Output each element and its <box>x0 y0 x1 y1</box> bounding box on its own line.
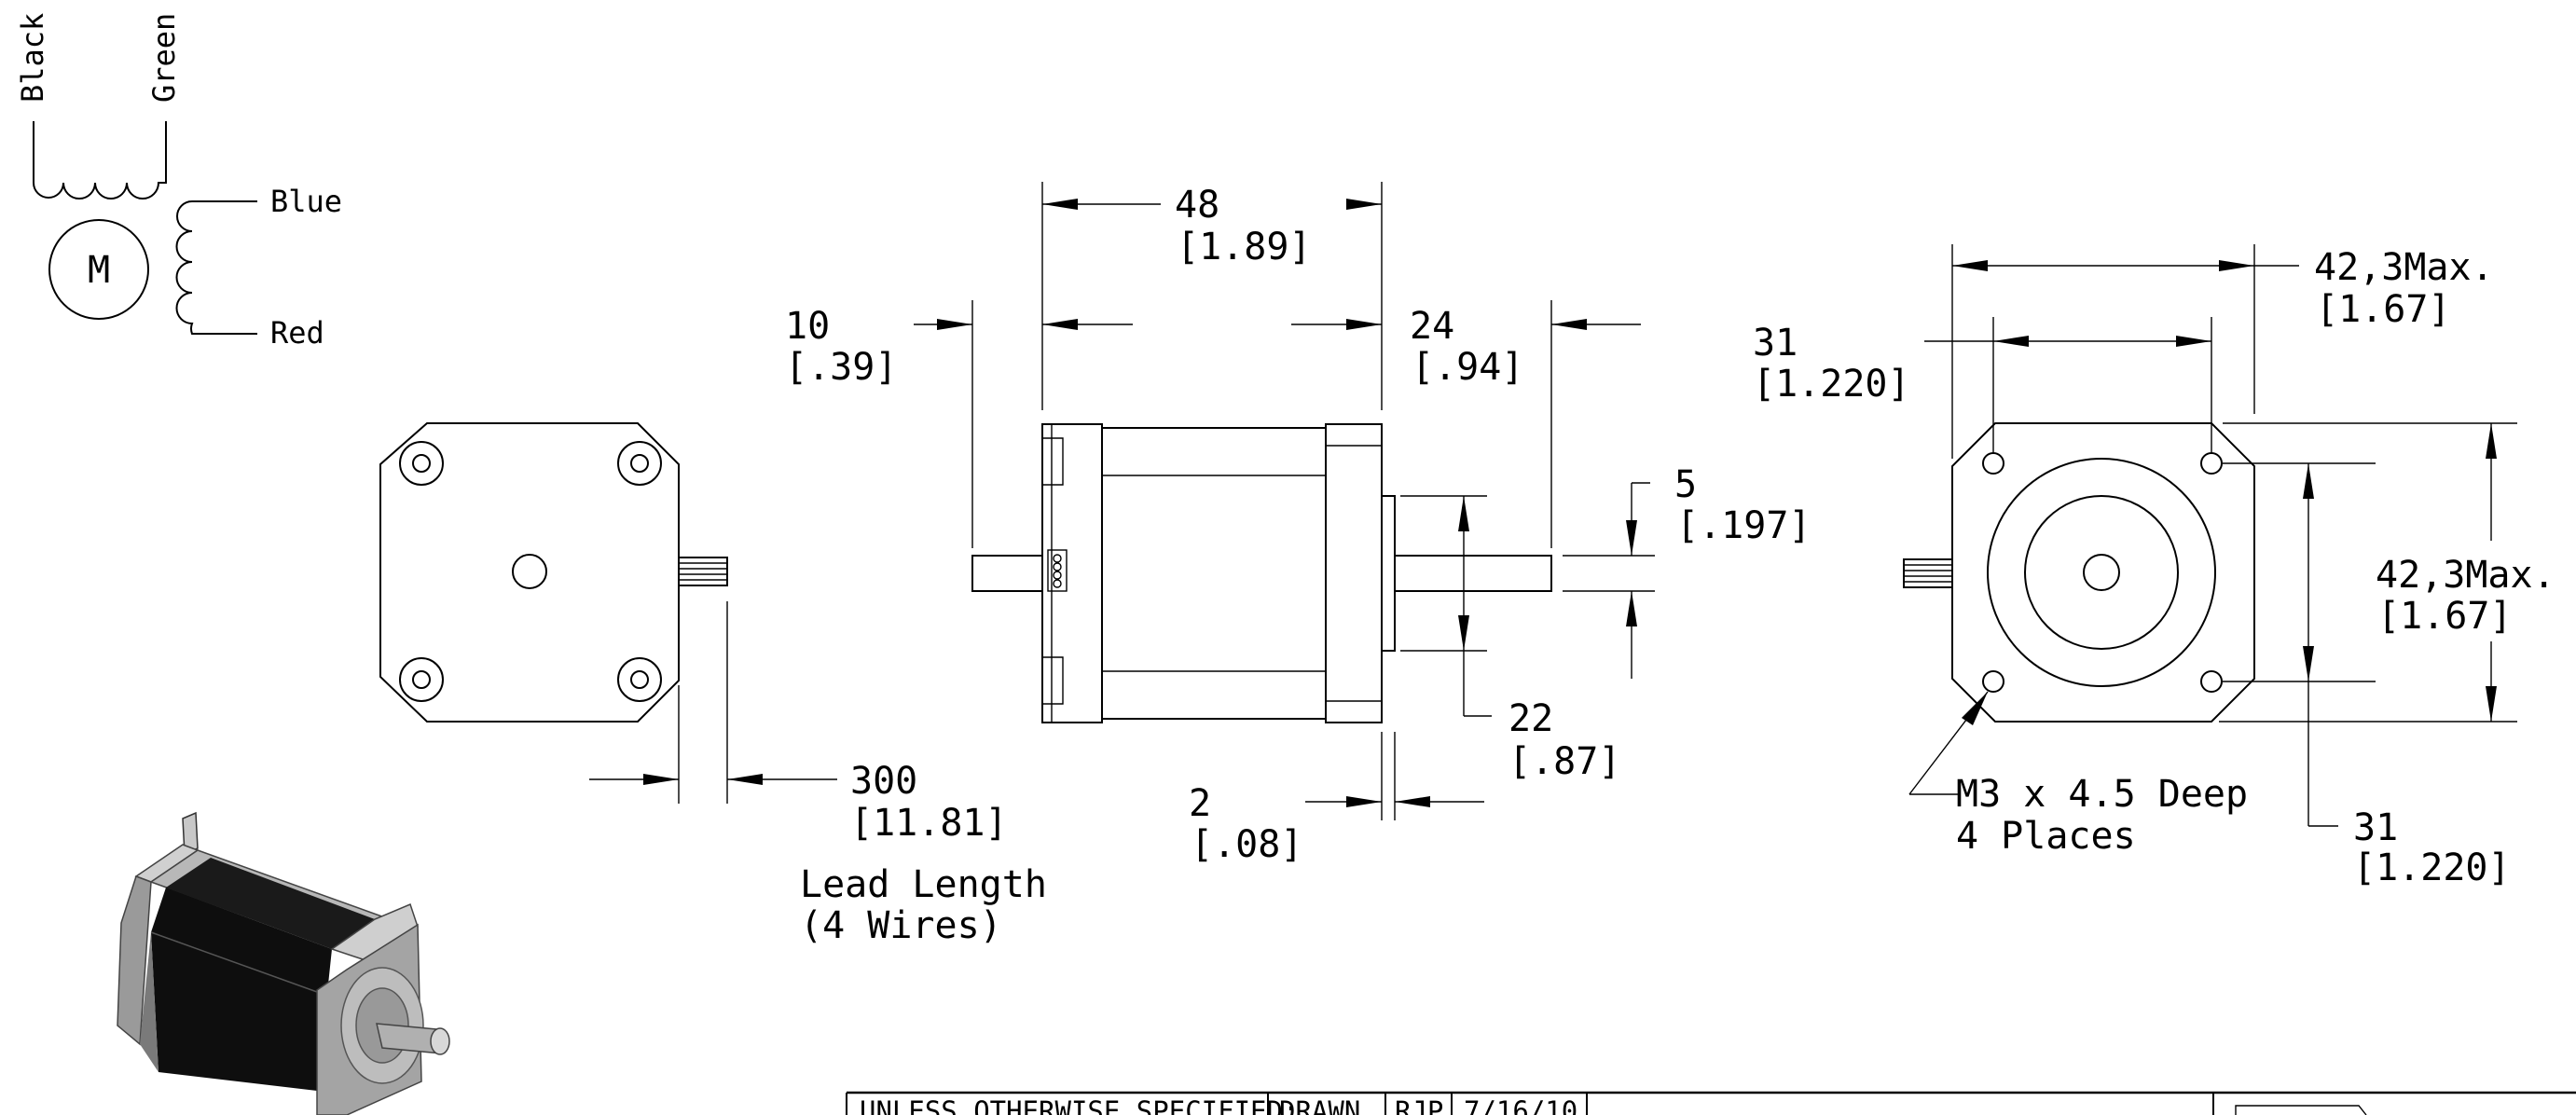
front-shaft <box>1394 555 1552 592</box>
width-max-mm: 42,3Max. <box>2314 246 2494 289</box>
front-lead-connector <box>1903 558 1953 588</box>
coil-b <box>175 200 257 335</box>
front-shaft-dimension <box>1291 300 1641 548</box>
front-view: 42,3Max. [1.67] 31 [1.220] 42,3Max. [1.6… <box>1753 244 2555 889</box>
shaft-diameter-in: [.197] <box>1676 504 1811 547</box>
wiring-schematic: Black Green M Blue Red <box>15 13 342 351</box>
isometric-motor-illustration <box>117 811 450 1115</box>
title-block-drawn-label: DRAWN <box>1279 1095 1360 1115</box>
hole-note-line1: M3 x 4.5 Deep <box>1956 773 2248 816</box>
width-max-dimension <box>1951 244 2299 459</box>
lead-length-mm: 300 <box>850 760 917 803</box>
width-max-in: [1.67] <box>2316 288 2451 331</box>
pilot-boss <box>1381 495 1396 652</box>
rear-view: 300 [11.81] Lead Length (4 Wires) <box>379 422 1047 947</box>
height-max-in: [1.67] <box>2377 595 2513 638</box>
front-shaft-mm: 24 <box>1410 305 1454 348</box>
hole-spacing-horizontal-in: [1.220] <box>1753 363 1910 406</box>
shaft-diameter-mm: 5 <box>1674 463 1697 506</box>
lead-length-in: [11.81] <box>850 802 1008 845</box>
height-max-mm: 42,3Max. <box>2376 554 2555 597</box>
pilot-depth-mm: 2 <box>1189 782 1211 825</box>
rear-shaft-in: [.39] <box>785 346 897 389</box>
rear-corner-bosses <box>399 441 662 702</box>
hole-spacing-vertical-mm: 31 <box>2353 806 2398 849</box>
rear-center-hole <box>512 554 547 589</box>
wire-label-red: Red <box>270 315 324 351</box>
hole-spacing-vertical-dimension <box>2223 462 2376 827</box>
lead-caption-line2: (4 Wires) <box>800 904 1002 947</box>
front-shaft-in: [.94] <box>1412 346 1523 389</box>
front-view-outline <box>1951 422 2255 723</box>
pilot-diameter-in: [.87] <box>1508 740 1620 783</box>
shaft-diameter-dimension <box>1563 482 1655 679</box>
pilot-diameter-dimension <box>1400 495 1492 717</box>
hole-spacing-horizontal-mm: 31 <box>1753 322 1798 365</box>
motor-symbol-label: M <box>88 249 110 292</box>
rear-view-outline <box>379 422 680 723</box>
rear-lead-connector <box>678 557 728 586</box>
lead-exit-coils <box>1047 549 1068 592</box>
coil-a <box>33 121 167 200</box>
front-flange <box>1325 423 1383 723</box>
title-block-drawn-by: RJP <box>1395 1095 1443 1115</box>
pilot-circle <box>2024 495 2179 650</box>
lead-caption-line1: Lead Length <box>800 863 1047 906</box>
body-length-dimension <box>1041 182 1383 410</box>
flange-circle <box>1987 458 2216 687</box>
side-view: 48 [1.89] 10 [.39] 24 [.94] <box>785 182 1811 866</box>
stator-body <box>1101 427 1327 720</box>
title-block-drawn-date: 7/16/10 <box>1464 1095 1577 1115</box>
title-block-spec-label: UNLESS OTHERWISE SPECIFIED: <box>860 1095 1299 1115</box>
title-block: UNLESS OTHERWISE SPECIFIED: DRAWN RJP 7/… <box>846 1091 2576 1115</box>
hole-spacing-vertical-in: [1.220] <box>2353 847 2511 889</box>
motor-symbol-circle <box>48 219 149 320</box>
body-length-mm: 48 <box>1175 184 1219 227</box>
rear-shaft-mm: 10 <box>785 305 830 348</box>
hole-note-line2: 4 Places <box>1956 815 2136 858</box>
wire-label-blue: Blue <box>270 184 342 219</box>
rear-shaft-dimension <box>914 300 1133 548</box>
pilot-depth-dimension <box>1305 732 1484 820</box>
pilot-depth-in: [.08] <box>1191 823 1302 866</box>
mounting-holes <box>1982 452 2223 693</box>
wire-label-black: Black <box>15 13 50 103</box>
body-length-in: [1.89] <box>1177 226 1312 268</box>
pilot-diameter-mm: 22 <box>1508 697 1553 740</box>
title-block-logo-fragment <box>2235 1105 2367 1115</box>
lead-length-dimension <box>589 601 837 804</box>
wire-label-green: Green <box>146 13 182 103</box>
height-max-dimension <box>2219 422 2517 723</box>
hole-callout-leader <box>1908 691 1989 795</box>
shaft-circle <box>2083 554 2120 591</box>
hole-spacing-horizontal-dimension <box>1924 317 2212 453</box>
rear-shaft <box>971 555 1043 592</box>
